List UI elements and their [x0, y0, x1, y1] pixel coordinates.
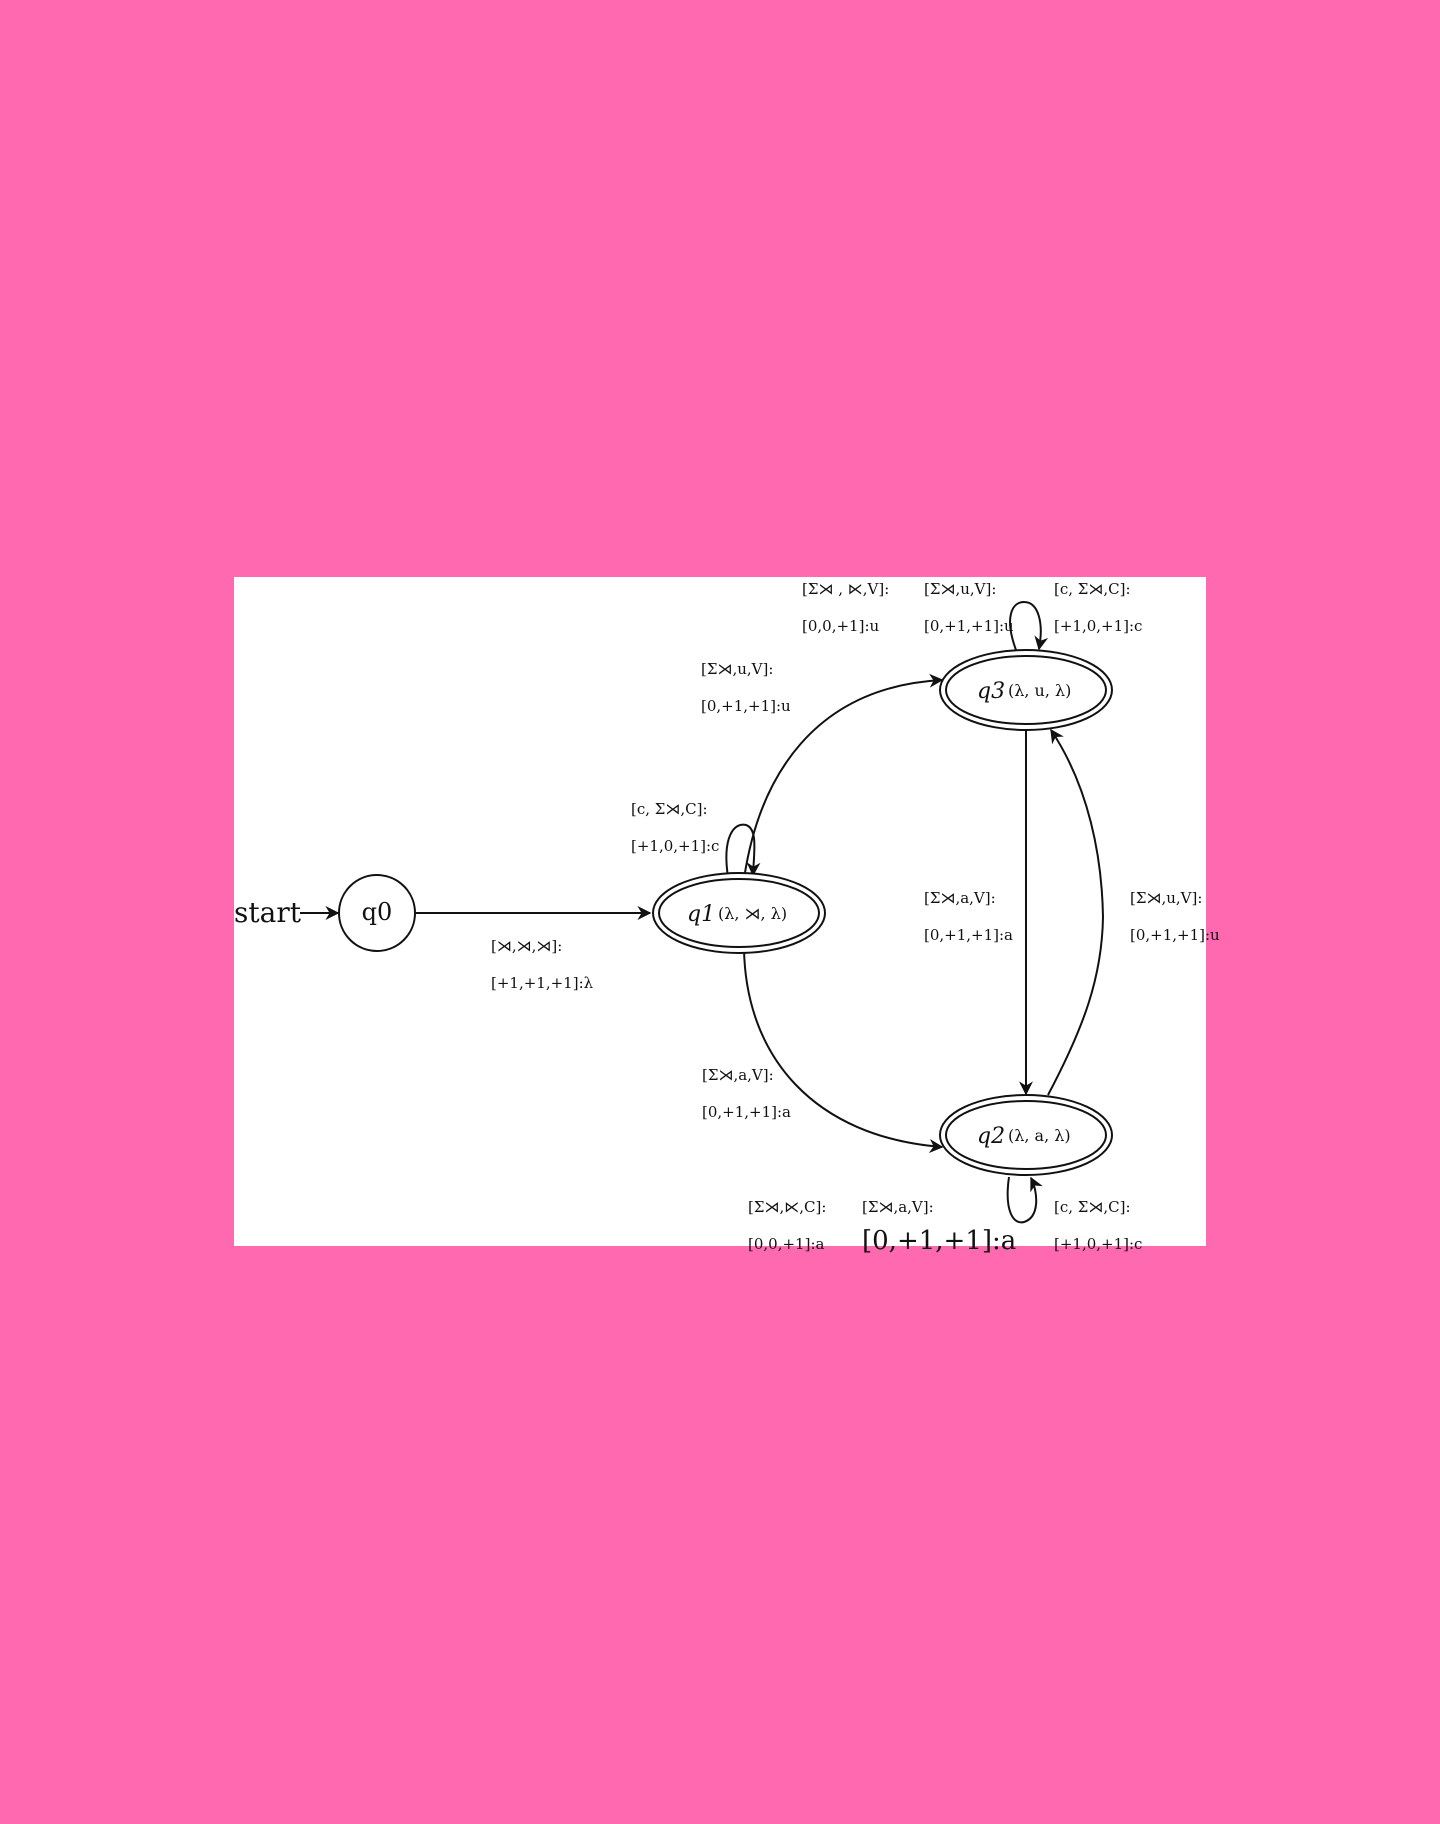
state-q0-name: q0: [362, 898, 393, 926]
edge-q2-q3: [1047, 728, 1105, 1096]
svg-text:[Σ⋊,⋉,C]:: [Σ⋊,⋉,C]:: [748, 1198, 826, 1216]
state-q1: q1 (λ, ⋊, λ): [652, 872, 826, 954]
svg-text:[0,+1,+1]:a: [0,+1,+1]:a: [862, 1226, 1016, 1256]
svg-text:[0,+1,+1]:u: [0,+1,+1]:u: [701, 697, 791, 715]
svg-text:[+1,0,+1]:c: [+1,0,+1]:c: [1054, 1235, 1142, 1253]
svg-text:[0,+1,+1]:a: [0,+1,+1]:a: [702, 1103, 791, 1121]
state-q1-tuple: (λ, ⋊, λ): [718, 904, 787, 923]
state-q3-tuple: (λ, u, λ): [1008, 681, 1071, 700]
svg-text:[⋊,⋊,⋊]:: [⋊,⋊,⋊]:: [491, 937, 562, 955]
svg-text:[Σ⋊,a,V]:: [Σ⋊,a,V]:: [702, 1066, 774, 1084]
diagram-canvas: start q0 q1 (λ, ⋊, λ) q3 (λ, u, λ): [234, 580, 1220, 1256]
label-q3-q2: [Σ⋊,a,V]: [0,+1,+1]:a: [924, 889, 1013, 944]
svg-text:[+1,+1,+1]:λ: [+1,+1,+1]:λ: [491, 974, 594, 992]
svg-text:[Σ⋊,a,V]:: [Σ⋊,a,V]:: [862, 1198, 934, 1216]
state-q1-name: q1: [687, 902, 715, 927]
label-q3-loop-c: [c, Σ⋊,C]: [+1,0,+1]:c: [1054, 580, 1142, 635]
label-q0-q1: [⋊,⋊,⋊]: [+1,+1,+1]:λ: [491, 937, 594, 992]
loop-q1: [725, 823, 761, 878]
loop-q3: [1009, 600, 1049, 651]
state-q2-tuple: (λ, a, λ): [1008, 1126, 1071, 1145]
state-diagram: start q0 q1 (λ, ⋊, λ) q3 (λ, u, λ): [234, 577, 1220, 1256]
svg-text:[0,+1,+1]:u: [0,+1,+1]:u: [1130, 926, 1220, 944]
state-q0: q0: [338, 874, 416, 952]
label-q1-q3: [Σ⋊,u,V]: [0,+1,+1]:u: [701, 660, 791, 715]
state-q3-name: q3: [977, 679, 1005, 704]
state-q2-name: q2: [977, 1124, 1005, 1149]
state-q2: q2 (λ, a, λ): [939, 1094, 1113, 1176]
svg-text:[Σ⋊,u,V]:: [Σ⋊,u,V]:: [924, 580, 996, 598]
loop-q2: [1006, 1176, 1043, 1224]
state-q3: q3 (λ, u, λ): [939, 649, 1113, 731]
start-label: start: [234, 896, 302, 929]
label-q1-loop: [c, Σ⋊,C]: [+1,0,+1]:c: [631, 800, 719, 855]
edge-q1-q2: [743, 948, 944, 1153]
label-q3-loop-a: [Σ⋊ , ⋉,V]: [0,0,+1]:u: [802, 580, 889, 635]
svg-text:[Σ⋊,u,V]:: [Σ⋊,u,V]:: [701, 660, 773, 678]
svg-text:[Σ⋊,a,V]:: [Σ⋊,a,V]:: [924, 889, 996, 907]
label-q2-loop-b: [Σ⋊,a,V]: [0,+1,+1]:a: [862, 1198, 1016, 1256]
svg-text:[0,0,+1]:a: [0,0,+1]:a: [748, 1235, 824, 1253]
label-q1-q2: [Σ⋊,a,V]: [0,+1,+1]:a: [702, 1066, 791, 1121]
svg-text:[Σ⋊ , ⋉,V]:: [Σ⋊ , ⋉,V]:: [802, 580, 889, 598]
label-q2-loop-c: [c, Σ⋊,C]: [+1,0,+1]:c: [1054, 1198, 1142, 1253]
svg-text:[c, Σ⋊,C]:: [c, Σ⋊,C]:: [631, 800, 708, 818]
svg-text:[0,0,+1]:u: [0,0,+1]:u: [802, 617, 879, 635]
svg-text:[c, Σ⋊,C]:: [c, Σ⋊,C]:: [1054, 1198, 1131, 1216]
svg-text:[0,+1,+1]:a: [0,+1,+1]:a: [924, 926, 1013, 944]
svg-text:[+1,0,+1]:c: [+1,0,+1]:c: [1054, 617, 1142, 635]
svg-text:[0,+1,+1]:u: [0,+1,+1]:u: [924, 617, 1014, 635]
svg-text:[+1,0,+1]:c: [+1,0,+1]:c: [631, 837, 719, 855]
svg-text:[Σ⋊,u,V]:: [Σ⋊,u,V]:: [1130, 889, 1202, 907]
svg-text:[c, Σ⋊,C]:: [c, Σ⋊,C]:: [1054, 580, 1131, 598]
label-q2-q3: [Σ⋊,u,V]: [0,+1,+1]:u: [1130, 889, 1220, 944]
label-q3-loop-b: [Σ⋊,u,V]: [0,+1,+1]:u: [924, 580, 1014, 635]
label-q2-loop-a: [Σ⋊,⋉,C]: [0,0,+1]:a: [748, 1198, 826, 1253]
edge-q1-q3: [743, 673, 944, 880]
